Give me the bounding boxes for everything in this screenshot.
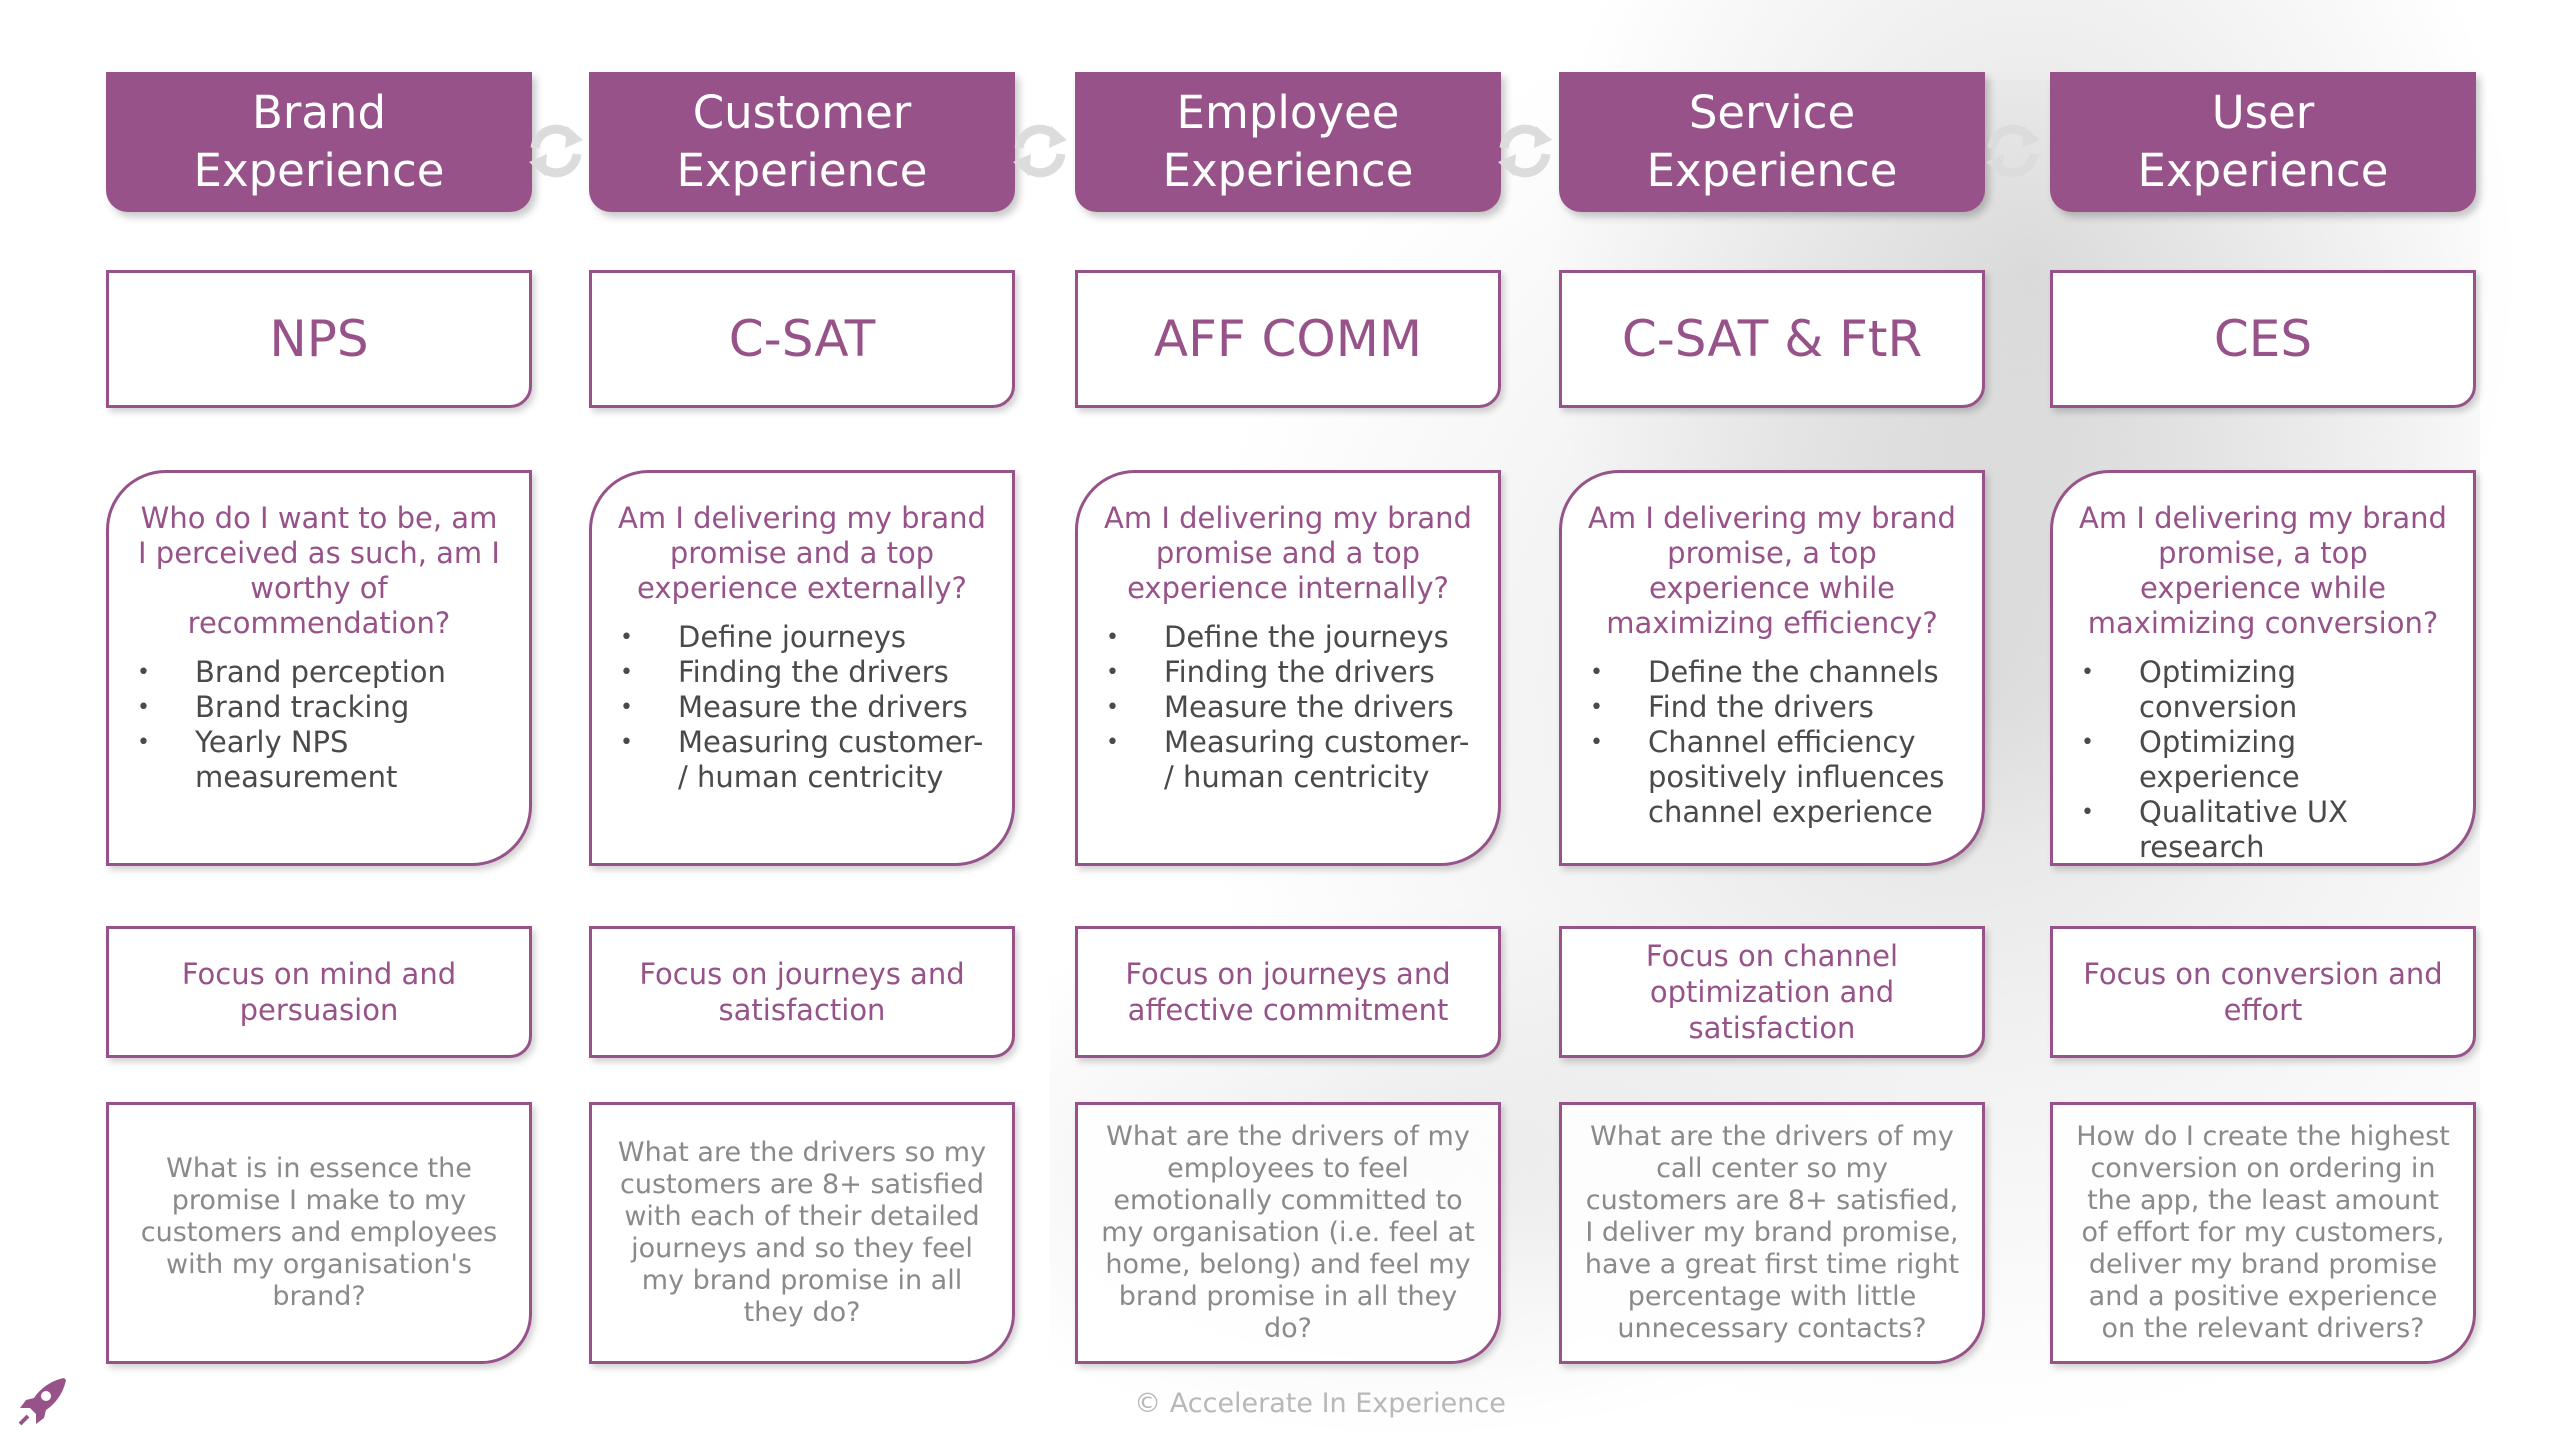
column-user-experience: User Experience CES Am I delivering my b… [2050, 0, 2476, 1440]
bullet-item: Optimizing conversion [2079, 655, 2447, 725]
focus-box: Focus on journeys and affective commitme… [1075, 926, 1501, 1058]
column-header: Brand Experience [106, 72, 532, 212]
question-box: Who do I want to be, am I perceived as s… [106, 470, 532, 866]
metric-box: C-SAT [589, 270, 1015, 408]
question-box: Am I delivering my brand promise, a top … [1559, 470, 1985, 866]
metric-box: CES [2050, 270, 2476, 408]
bullet-item: Brand tracking [135, 690, 503, 725]
detail-box: How do I create the highest conversion o… [2050, 1102, 2476, 1364]
bullet-list: Define the journeys Finding the drivers … [1104, 620, 1472, 795]
bullet-item: Finding the drivers [1104, 655, 1472, 690]
metric-box: AFF COMM [1075, 270, 1501, 408]
detail-box: What are the drivers of my call center s… [1559, 1102, 1985, 1364]
bullet-item: Yearly NPS measurement [135, 725, 503, 795]
question-text: Am I delivering my brand promise, a top … [1588, 501, 1956, 640]
question-text: Am I delivering my brand promise and a t… [1104, 501, 1472, 605]
cycle-arrows-icon [529, 124, 583, 178]
question-box: Am I delivering my brand promise and a t… [589, 470, 1015, 866]
question-text: Am I delivering my brand promise and a t… [618, 501, 986, 605]
metric-box: NPS [106, 270, 532, 408]
metric-box: C-SAT & FtR [1559, 270, 1985, 408]
bullet-item: Channel efficiency positively influences… [1588, 725, 1956, 830]
cycle-arrows-icon [1498, 124, 1552, 178]
column-customer-experience: Customer Experience C-SAT Am I deliverin… [589, 0, 1015, 1440]
cycle-arrows-icon [1986, 124, 2040, 178]
focus-box: Focus on channel optimization and satisf… [1559, 926, 1985, 1058]
detail-box: What are the drivers so my customers are… [589, 1102, 1015, 1364]
bullet-item: Brand perception [135, 655, 503, 690]
column-service-experience: Service Experience C-SAT & FtR Am I deli… [1559, 0, 1985, 1440]
bullet-list: Brand perception Brand tracking Yearly N… [135, 655, 503, 795]
question-text: Am I delivering my brand promise, a top … [2079, 501, 2447, 640]
column-brand-experience: Brand Experience NPS Who do I want to be… [106, 0, 532, 1440]
bullet-item: Define journeys [618, 620, 986, 655]
detail-box: What is in essence the promise I make to… [106, 1102, 532, 1364]
bullet-item: Measure the drivers [1104, 690, 1472, 725]
bullet-item: Find the drivers [1588, 690, 1956, 725]
bullet-item: Measuring customer- / human centricity [1104, 725, 1472, 795]
column-employee-experience: Employee Experience AFF COMM Am I delive… [1075, 0, 1501, 1440]
question-text: Who do I want to be, am I perceived as s… [138, 501, 500, 640]
column-header: Customer Experience [589, 72, 1015, 212]
question-box: Am I delivering my brand promise, a top … [2050, 470, 2476, 866]
bullet-item: Measure the drivers [618, 690, 986, 725]
copyright-footer: © Accelerate In Experience [1134, 1388, 1506, 1419]
cycle-arrows-icon [1013, 124, 1067, 178]
bullet-item: Finding the drivers [618, 655, 986, 690]
bullet-item: Measuring customer- / human centricity [618, 725, 986, 795]
column-header: Service Experience [1559, 72, 1985, 212]
detail-box: What are the drivers of my employees to … [1075, 1102, 1501, 1364]
bullet-list: Define the channels Find the drivers Cha… [1588, 655, 1956, 830]
bullet-item: Define the journeys [1104, 620, 1472, 655]
bullet-item: Optimizing experience [2079, 725, 2447, 795]
rocket-logo-icon [18, 1378, 66, 1426]
focus-box: Focus on mind and persuasion [106, 926, 532, 1058]
bullet-list: Define journeys Finding the drivers Meas… [618, 620, 986, 795]
focus-box: Focus on journeys and satisfaction [589, 926, 1015, 1058]
bullet-list: Optimizing conversion Optimizing experie… [2079, 655, 2447, 865]
bullet-item: Define the channels [1588, 655, 1956, 690]
column-header: User Experience [2050, 72, 2476, 212]
bullet-item: Qualitative UX research [2079, 795, 2447, 865]
question-box: Am I delivering my brand promise and a t… [1075, 470, 1501, 866]
column-header: Employee Experience [1075, 72, 1501, 212]
focus-box: Focus on conversion and effort [2050, 926, 2476, 1058]
